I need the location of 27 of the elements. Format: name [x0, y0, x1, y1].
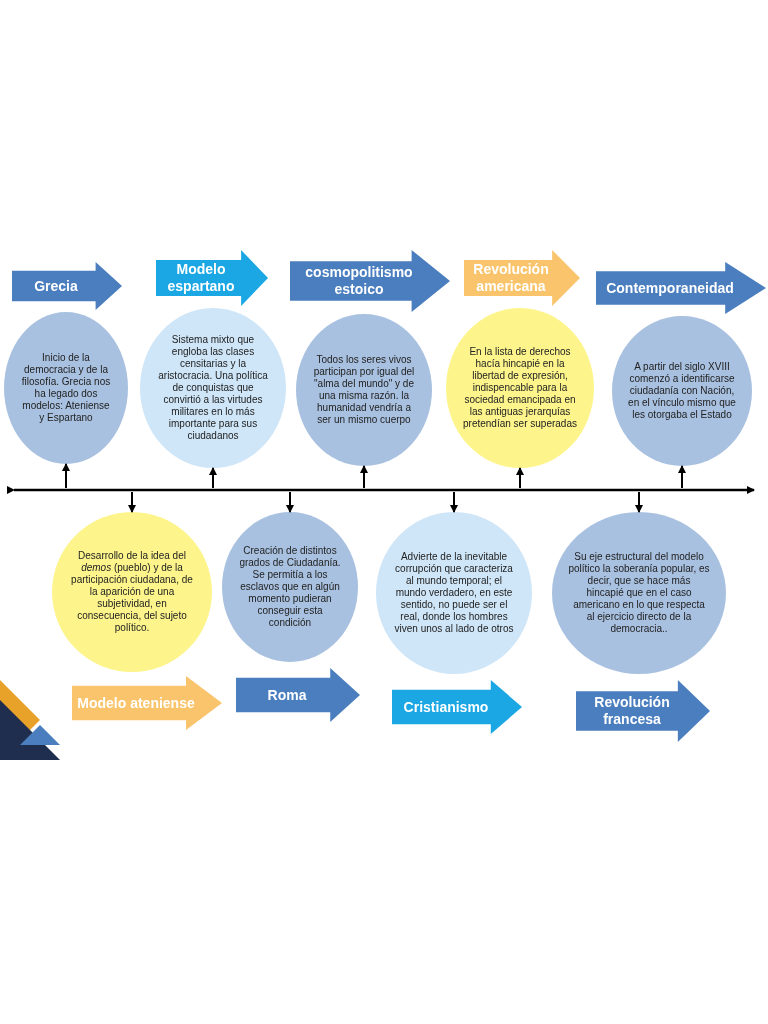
arrow-banner: Cristianismo	[392, 680, 522, 734]
arrow-banner: Modelo ateniense	[72, 676, 222, 730]
arrow	[286, 491, 294, 513]
arrow-banner: Grecia	[12, 262, 122, 310]
arrow-banner: Revolución francesa	[576, 680, 710, 742]
arrow-banner: Revolución americana	[464, 250, 580, 306]
text-bubble: A partir del siglo XVIII comenzó a identificarse ciudadanía con Nación, en el vínculo mismo que les otorgaba el Estado	[612, 316, 752, 466]
text-bubble: Creación de distintos grados de Ciudadanía. Se permitía a los esclavos que en algún momento pudieran conseguir esta condición	[222, 512, 358, 662]
text-bubble: Su eje estructural del modelo político la soberanía popular, es decir, que se hace más hincapié que en el caso americano en lo que respecta al ejercicio directo de la democracia..	[552, 512, 726, 674]
text-bubble: En la lista de derechos hacía hincapié en la libertad de expresión, indispencable para la sociedad emancipada en las antiguas jerarquías pretendían ser superadas	[446, 308, 594, 468]
arrow	[635, 491, 643, 513]
arrow	[128, 491, 136, 513]
arrow-banner: cosmopolitismo estoico	[290, 250, 450, 312]
arrow	[360, 465, 368, 489]
arrow-banner: Contemporaneidad	[596, 262, 766, 314]
arrow	[678, 465, 686, 489]
arrow	[516, 467, 524, 489]
text-bubble: Inicio de la democracia y de la filosofía. Grecia nos ha legado dos modelos: Ateniense y Espartano	[4, 312, 128, 464]
arrow	[209, 467, 217, 489]
arrow	[450, 491, 458, 513]
text-bubble: Advierte de la inevitable corrupción que caracteriza al mundo temporal; el mundo verdadero, en este sentido, no puede ser el real, donde los hombres viven unos al lado de otros	[376, 512, 532, 674]
text-bubble: Sistema mixto que engloba las clases censitarias y la aristocracia. Una política de conquistas que convirtió a las virtudes militares en lo más importante para sus ciudadanos	[140, 308, 286, 468]
arrow-banner: Roma	[236, 668, 360, 722]
text-bubble: Todos los seres vivos participan por igual del "alma del mundo" y de una misma razón. la humanidad vendría a ser un mismo cuerpo	[296, 314, 432, 466]
arrow	[62, 463, 70, 489]
arrow-banner: Modelo espartano	[156, 250, 268, 306]
text-bubble: Desarrollo de la idea del demos (pueblo) y de la participación ciudadana, de la aparición de una subjetividad, en consecuencia, del sujeto político.	[52, 512, 212, 672]
